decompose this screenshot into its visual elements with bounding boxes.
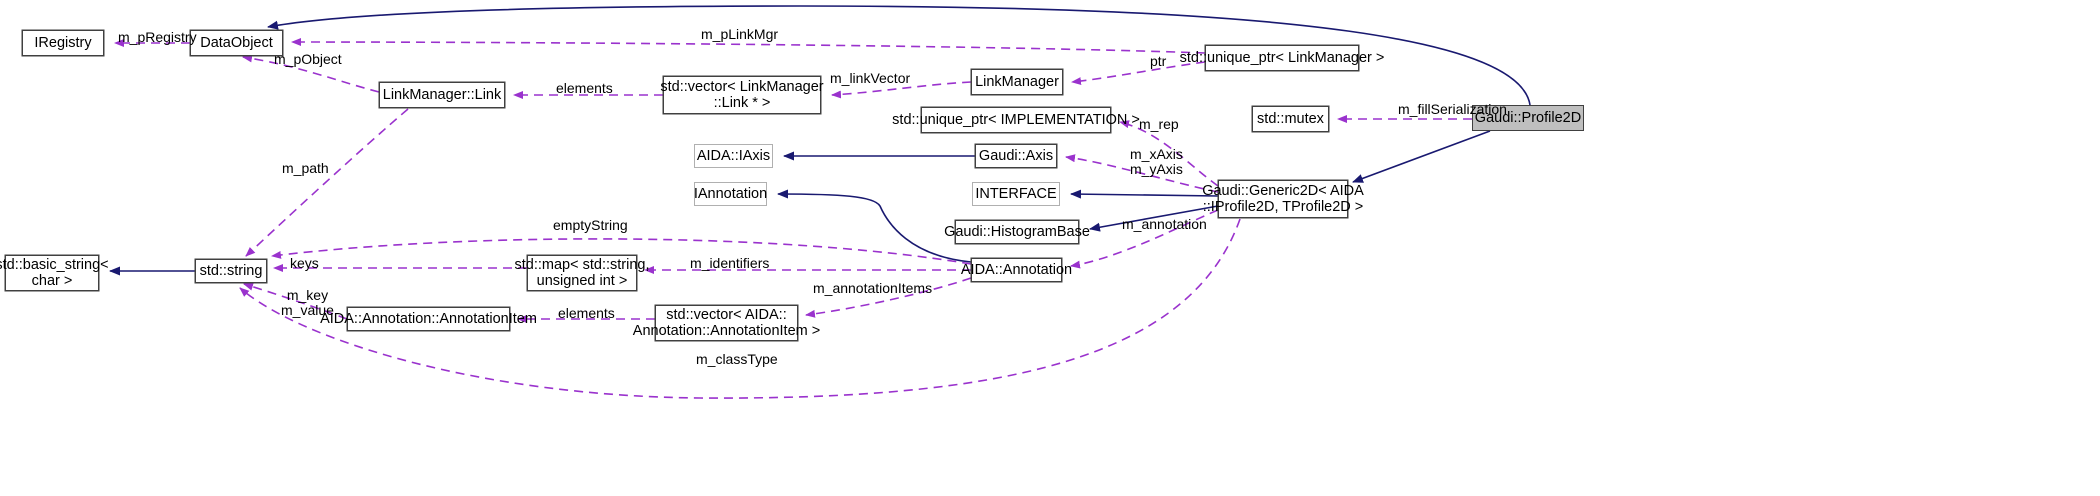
node-gaudi-generic2d[interactable]: Gaudi::Generic2D< AIDA ::IProfile2D, TPr…: [1202, 180, 1364, 218]
node-linkmanager[interactable]: LinkManager: [971, 69, 1063, 95]
edge-label-m-fillserialization: m_fillSerialization: [1398, 101, 1507, 117]
edge-label-m-identifiers: m_identifiers: [690, 255, 770, 271]
edge-label-m-xaxis-m-yaxis: m_xAxis m_yAxis: [1130, 146, 1183, 177]
node-std-basic-string[interactable]: std::basic_string< char >: [0, 255, 109, 291]
edge-m_pLinkMgr: [291, 38, 1206, 54]
node-interface[interactable]: INTERFACE: [972, 182, 1060, 206]
node-std-map-string-uint[interactable]: std::map< std::string, unsigned int >: [514, 255, 650, 291]
node-dataobject[interactable]: DataObject: [190, 30, 283, 56]
edge-inherit-generic2d-interface: [1070, 189, 1219, 199]
node-std-string[interactable]: std::string: [195, 259, 267, 283]
edge-label-emptystring: emptyString: [553, 217, 628, 233]
edge-label-m-rep: m_rep: [1139, 116, 1179, 132]
edge-m_path: [245, 108, 409, 257]
edge-label-m-path: m_path: [282, 160, 329, 176]
node-vector-annotation-item[interactable]: std::vector< AIDA:: Annotation::Annotati…: [632, 305, 821, 341]
edge-label-m-pobject: m_pObject: [274, 51, 342, 67]
node-vector-linkmanager-link[interactable]: std::vector< LinkManager ::Link * >: [660, 76, 824, 114]
node-std-mutex[interactable]: std::mutex: [1252, 106, 1329, 132]
node-gaudi-profile2d[interactable]: Gaudi::Profile2D: [1472, 105, 1584, 131]
node-gaudi-histogrambase[interactable]: Gaudi::HistogramBase: [944, 220, 1090, 244]
edge-label-m-linkvector: m_linkVector: [830, 70, 911, 86]
node-unique-ptr-implementation[interactable]: std::unique_ptr< IMPLEMENTATION >: [892, 107, 1140, 133]
edge-label-m-pregistry: m_pRegistry: [118, 29, 197, 45]
edge-label-ptr: ptr: [1150, 53, 1167, 69]
edge-inherit-profile2d-generic2d: [1352, 130, 1491, 183]
node-linkmanager-link[interactable]: LinkManager::Link: [379, 82, 505, 108]
edge-label-m-key-m-value: m_key m_value: [281, 287, 334, 318]
node-iannotation[interactable]: IAnnotation: [694, 182, 767, 206]
node-aida-annotation[interactable]: AIDA::Annotation: [961, 258, 1072, 282]
node-annotation-item[interactable]: AIDA::Annotation::AnnotationItem: [320, 307, 537, 331]
edge-inherit-annotation-iannotation: [777, 189, 972, 263]
edge-label-elements-link: elements: [556, 80, 613, 96]
edge-label-elements-annotation: elements: [558, 305, 615, 321]
node-gaudi-axis[interactable]: Gaudi::Axis: [975, 144, 1057, 168]
node-unique-ptr-linkmanager[interactable]: std::unique_ptr< LinkManager >: [1180, 45, 1384, 71]
edge-label-m-annotation: m_annotation: [1122, 216, 1207, 232]
node-aida-iaxis[interactable]: AIDA::IAxis: [694, 144, 773, 168]
edge-label-keys: keys: [290, 255, 319, 271]
edge-label-m-classtype: m_classType: [696, 351, 778, 367]
node-iregistry[interactable]: IRegistry: [22, 30, 104, 56]
edge-label-m-annotationitems: m_annotationItems: [813, 280, 933, 296]
edge-label-m-plinkmgr: m_pLinkMgr: [701, 26, 779, 42]
